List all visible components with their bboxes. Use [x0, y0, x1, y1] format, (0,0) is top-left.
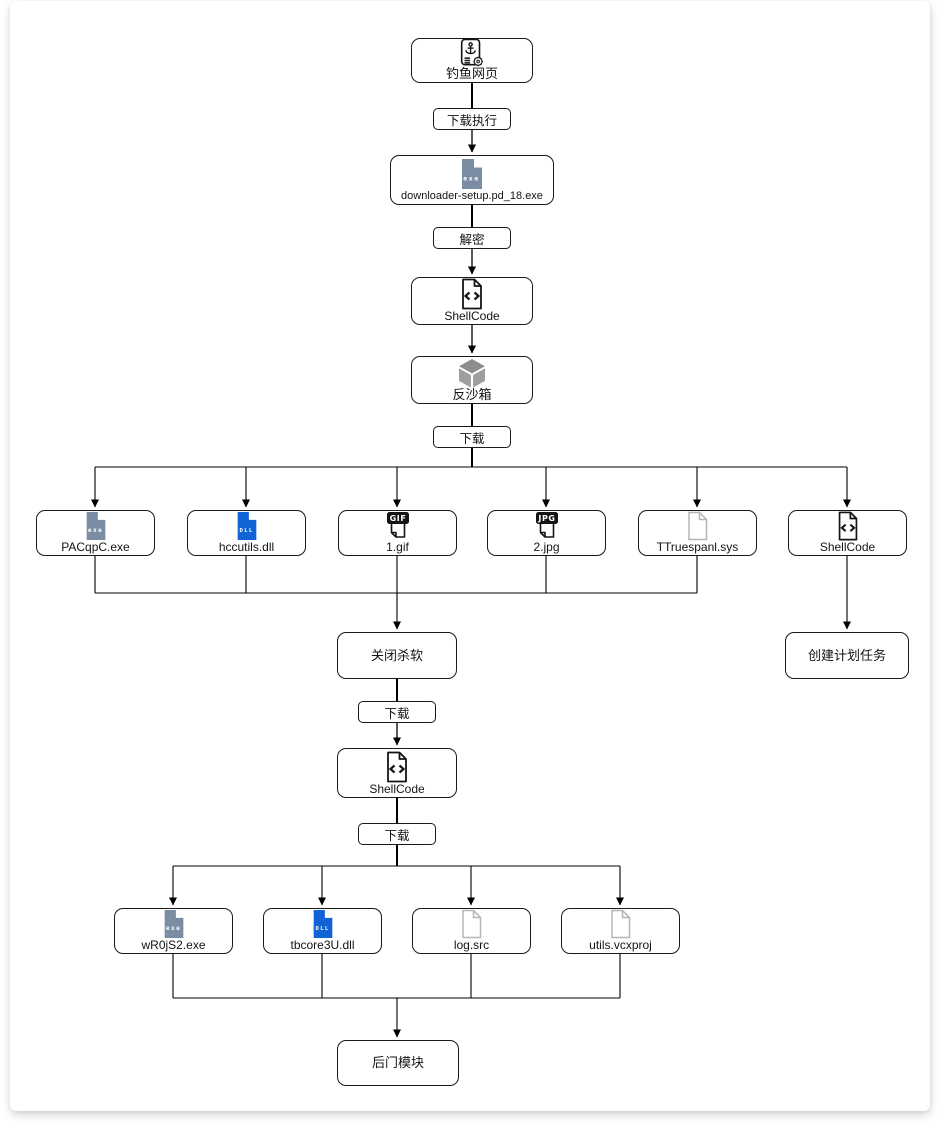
- exe-file-icon: exe: [462, 159, 482, 189]
- exe-file-icon: exe: [86, 512, 105, 540]
- gear-icon: [473, 56, 483, 67]
- node-label: 关闭杀软: [370, 647, 423, 663]
- node-label: PACqpC.exe: [61, 540, 130, 554]
- convergence-1: [94, 556, 851, 630]
- node-label: ShellCode: [369, 782, 425, 796]
- gif-file-icon: GIF: [386, 512, 409, 538]
- jpg-file-icon: JPG: [535, 512, 558, 538]
- node-ttruespanl-sys: TTruespanl.sys: [638, 510, 757, 556]
- node-utils-vcxproj: utils.vcxproj: [561, 908, 680, 954]
- node-label: log.src: [453, 938, 490, 952]
- svg-text:GIF: GIF: [389, 514, 406, 523]
- edge-label-download-1: 下载: [433, 426, 511, 448]
- svg-text:exe: exe: [87, 527, 102, 534]
- node-label: 2.jpg: [533, 540, 560, 554]
- node-shellcode-right: ShellCode: [788, 510, 907, 556]
- node-hccutils-dll: DLL hccutils.dll: [187, 510, 306, 556]
- node-label: 后门模块: [371, 1055, 424, 1070]
- node-2-jpg: JPG 2.jpg: [487, 510, 606, 556]
- phishing-page-icon: [460, 38, 483, 67]
- node-pacqpc-exe: exe PACqpC.exe: [36, 510, 155, 556]
- node-backdoor-module: 后门模块: [337, 1040, 459, 1086]
- svg-text:exe: exe: [463, 175, 480, 183]
- svg-text:DLL: DLL: [315, 926, 329, 932]
- node-label: tbcore3U.dll: [290, 938, 355, 952]
- file-icon: [610, 909, 630, 939]
- node-downloader-exe: exe downloader-setup.pd_18.exe: [390, 155, 554, 205]
- node-label: ShellCode: [444, 309, 500, 323]
- svg-text:DLL: DLL: [239, 528, 253, 534]
- file-icon: [687, 511, 707, 541]
- edge-label-download-3: 下载: [358, 823, 436, 845]
- node-label: utils.vcxproj: [589, 938, 652, 952]
- node-shellcode-2: ShellCode: [337, 748, 457, 798]
- node-tbcore3u-dll: DLL tbcore3U.dll: [263, 908, 382, 954]
- exe-file-icon: exe: [164, 910, 183, 938]
- node-label: downloader-setup.pd_18.exe: [401, 190, 543, 202]
- node-log-src: log.src: [412, 908, 531, 954]
- convergence-2: [172, 954, 621, 1038]
- fanout-2: [169, 865, 624, 906]
- code-file-icon: [462, 278, 482, 310]
- node-label: ShellCode: [819, 540, 876, 554]
- edge-label-decrypt: 解密: [433, 227, 511, 249]
- node-wr0js2-exe: exe wR0jS2.exe: [114, 908, 233, 954]
- dll-file-icon: DLL: [237, 512, 256, 540]
- node-label: TTruespanl.sys: [656, 540, 739, 554]
- code-file-icon: [387, 751, 407, 783]
- edge-label-download-2: 下载: [358, 701, 436, 723]
- node-label: 创建计划任务: [807, 647, 886, 663]
- dll-file-icon: DLL: [313, 910, 332, 938]
- code-file-icon: [838, 511, 857, 541]
- svg-text:exe: exe: [165, 925, 180, 932]
- file-icon: [461, 909, 481, 939]
- fanout-1: [91, 466, 851, 508]
- edge-label-download-execute: 下载执行: [433, 108, 511, 130]
- node-1-gif: GIF 1.gif: [338, 510, 457, 556]
- node-label: wR0jS2.exe: [141, 938, 206, 952]
- node-label: 钓鱼网页: [445, 66, 498, 81]
- node-anti-sandbox: 反沙箱: [411, 356, 533, 404]
- node-phishing-page: 钓鱼网页: [411, 38, 533, 83]
- node-label: 反沙箱: [452, 387, 492, 402]
- node-kill-antivirus: 关闭杀软: [337, 632, 457, 679]
- node-label: hccutils.dll: [218, 540, 275, 554]
- node-shellcode-1: ShellCode: [411, 277, 533, 325]
- cube-icon: [459, 359, 485, 388]
- svg-text:JPG: JPG: [537, 514, 555, 523]
- node-create-scheduled-task: 创建计划任务: [785, 632, 909, 679]
- node-label: 1.gif: [386, 540, 409, 554]
